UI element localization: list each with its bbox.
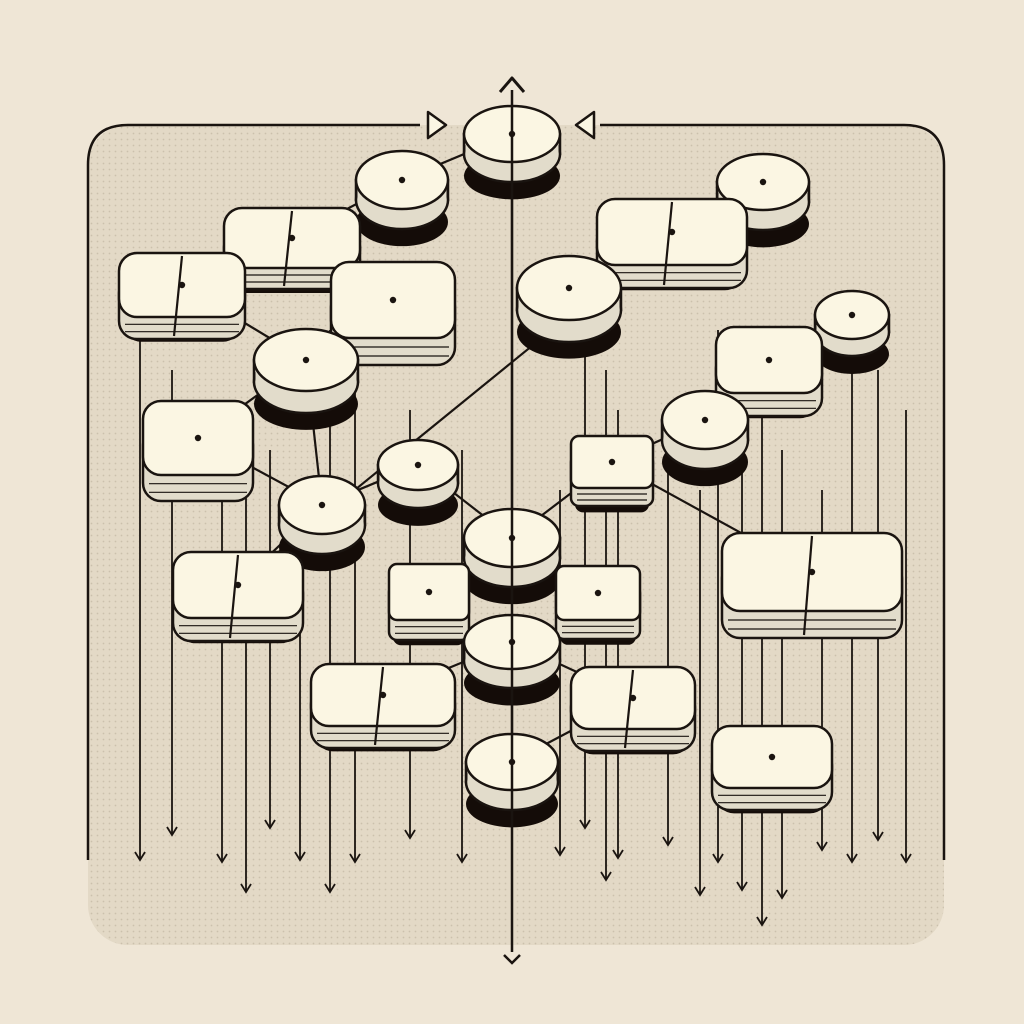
drop-line-24 xyxy=(240,450,252,894)
top-up-arrow-icon xyxy=(498,76,526,93)
node-n17-disc xyxy=(660,389,750,487)
node-n16-dot xyxy=(765,356,773,364)
node-n16-slab xyxy=(714,325,824,419)
nodes-layer xyxy=(117,104,904,828)
node-n07-slab xyxy=(141,399,255,503)
node-n19-dot xyxy=(808,568,816,576)
node-n15-dot xyxy=(848,311,856,319)
frame-left-arrow-icon xyxy=(426,110,448,140)
node-n26-slab xyxy=(710,724,834,814)
node-n05-slab xyxy=(329,260,457,367)
node-n18-dot xyxy=(608,458,616,466)
node-n21-cube xyxy=(554,564,642,645)
node-n06-disc xyxy=(252,327,360,430)
bottom-down-arrow-icon xyxy=(503,954,521,965)
node-n04-dot xyxy=(178,281,186,289)
node-n21-dot xyxy=(594,589,602,597)
node-n02-dot xyxy=(398,176,406,184)
node-n05-dot xyxy=(389,296,397,304)
node-n08-dot xyxy=(318,501,326,509)
drop-line-15 xyxy=(694,490,706,897)
node-n09-disc xyxy=(376,438,460,526)
node-n07-dot xyxy=(194,434,202,442)
node-n20-dot xyxy=(425,588,433,596)
node-n18-cube xyxy=(569,434,655,513)
node-n23-double-slab xyxy=(309,662,457,752)
node-n10-double-slab xyxy=(171,550,305,644)
drop-line-9 xyxy=(456,450,468,864)
frame-right-line xyxy=(600,123,946,860)
node-n24-dot xyxy=(629,694,637,702)
node-n12-dot xyxy=(759,178,767,186)
node-n26-dot xyxy=(768,753,776,761)
frame-left-line xyxy=(86,123,420,860)
node-n10-dot xyxy=(234,581,242,589)
node-n08-disc xyxy=(277,474,367,572)
node-n15-disc xyxy=(813,289,891,374)
node-n11-dot xyxy=(565,284,573,292)
drop-line-23 xyxy=(900,410,912,864)
node-n24-double-slab xyxy=(569,665,697,755)
drop-line-18 xyxy=(756,410,768,927)
node-n20-cube xyxy=(387,562,471,646)
node-n04-double-slab xyxy=(117,251,247,342)
drop-line-7 xyxy=(349,370,361,864)
drop-line-1 xyxy=(134,330,146,862)
node-n19-double-slab xyxy=(720,531,904,640)
node-n03-dot xyxy=(288,234,296,242)
node-n17-dot xyxy=(701,416,709,424)
node-n06-dot xyxy=(302,356,310,364)
node-n23-dot xyxy=(379,691,387,699)
node-n09-dot xyxy=(414,461,422,469)
node-n14-double-slab xyxy=(595,197,749,291)
node-n02-disc xyxy=(354,149,450,247)
node-n14-dot xyxy=(668,228,676,236)
frame-right-arrow-icon xyxy=(574,110,596,140)
drop-line-19 xyxy=(776,450,788,900)
node-n03-double-slab xyxy=(222,206,362,293)
drop-line-14 xyxy=(662,450,674,847)
node-n11-disc xyxy=(515,254,623,359)
